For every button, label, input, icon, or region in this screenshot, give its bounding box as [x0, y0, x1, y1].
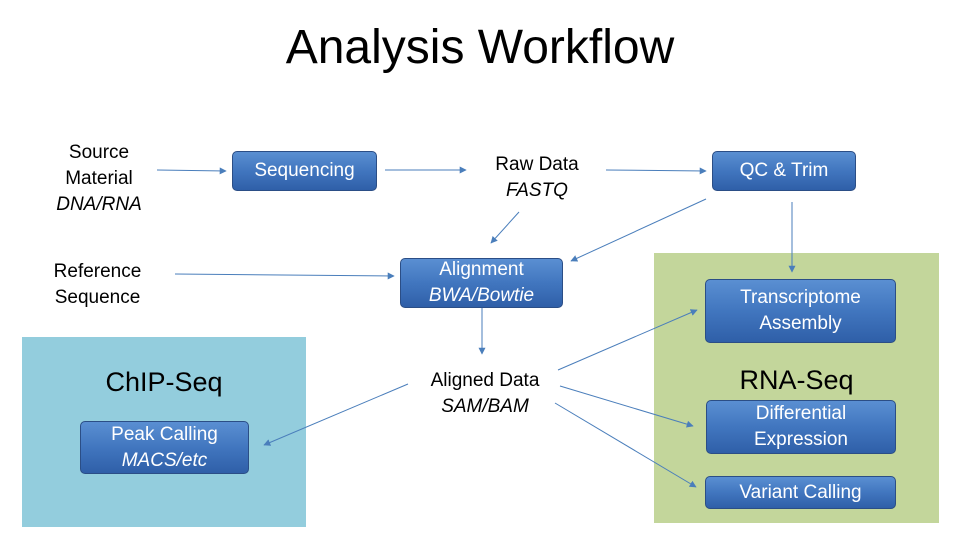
- alignment-box-label: Alignment: [439, 259, 524, 280]
- reference-line2: Sequence: [54, 287, 141, 308]
- variant-calling-box-label: Variant Calling: [739, 481, 862, 503]
- peak-calling-box-tool: MACS/etc: [121, 449, 208, 471]
- differential-box-line1: Differential: [755, 403, 847, 424]
- raw-data-label: Raw Data FASTQ: [472, 152, 602, 204]
- arrow-aligned-to-differential: [559, 385, 694, 428]
- rna-seq-label: RNA-Seq: [739, 365, 854, 395]
- raw-line1: Raw Data: [495, 154, 579, 175]
- qc-trim-box-label: QC & Trim: [739, 160, 829, 181]
- variant-calling-box: Variant Calling: [705, 476, 896, 509]
- reference-sequence-label: Reference Sequence: [30, 259, 165, 311]
- arrow-source-to-sequencing: [156, 167, 227, 175]
- arrow-aligned-to-variant: [554, 402, 697, 488]
- arrow-aligned-to-transcriptome: [557, 309, 698, 371]
- source-line1: Source: [68, 142, 130, 163]
- aligned-data-label: Aligned Data SAM/BAM: [410, 368, 560, 420]
- peak-calling-box: Peak Calling MACS/etc: [80, 421, 249, 474]
- transcriptome-box-line1: Transcriptome: [740, 287, 861, 308]
- arrow-reference-to-alignment: [174, 272, 395, 280]
- alignment-box-tool: BWA/Bowtie: [428, 285, 535, 306]
- arrow-aligned-to-peak: [263, 383, 409, 446]
- chip-seq-label: ChIP-Seq: [105, 367, 223, 397]
- raw-line2: FASTQ: [506, 180, 568, 201]
- arrow-raw-to-qc: [605, 167, 707, 175]
- peak-calling-box-label: Peak Calling: [111, 423, 218, 445]
- source-line2: Material: [65, 168, 133, 189]
- differential-expression-box: Differential Expression: [706, 400, 896, 454]
- differential-box-line2: Expression: [754, 429, 848, 450]
- aligned-line2: SAM/BAM: [441, 396, 529, 417]
- transcriptome-assembly-box: Transcriptome Assembly: [705, 279, 896, 343]
- page-title: Analysis Workflow: [285, 21, 675, 74]
- source-material-label: Source Material DNA/RNA: [40, 140, 158, 218]
- aligned-line1: Aligned Data: [430, 370, 540, 391]
- alignment-box: Alignment BWA/Bowtie: [400, 258, 563, 308]
- sequencing-box-label: Sequencing: [254, 160, 355, 181]
- reference-line1: Reference: [53, 261, 142, 282]
- transcriptome-box-line2: Assembly: [759, 313, 842, 334]
- arrow-qc-to-alignment: [570, 198, 707, 262]
- source-line3: DNA/RNA: [56, 194, 142, 215]
- qc-trim-box: QC & Trim: [712, 151, 856, 191]
- sequencing-box: Sequencing: [232, 151, 377, 191]
- arrow-raw-to-alignment: [490, 211, 520, 244]
